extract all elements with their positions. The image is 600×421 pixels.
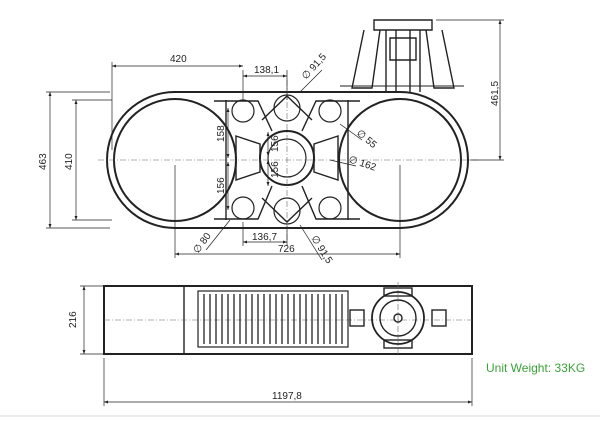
side-hub-outer xyxy=(371,291,425,345)
dim-156-center-b: 156 xyxy=(270,161,281,178)
column-stand xyxy=(340,19,464,92)
dim-156-left: 156 xyxy=(216,177,227,194)
dim-136-7: 136,7 xyxy=(252,232,277,243)
dim-dia-55: ∅ 55 xyxy=(354,128,379,151)
hole-bottom-right xyxy=(318,196,342,220)
top-view xyxy=(98,80,478,240)
vent-lines xyxy=(203,294,343,344)
dim-463: 463 xyxy=(38,153,49,170)
side-dimensions xyxy=(80,285,473,406)
dim-461-5: 461,5 xyxy=(490,81,501,106)
dim-dia-162: ∅ 162 xyxy=(347,154,378,173)
dim-dia-91-5-bottom: ∅ 91,5 xyxy=(308,234,334,266)
dim-410: 410 xyxy=(64,153,75,170)
hole-top-left xyxy=(231,99,255,123)
dim-1197-8: 1197,8 xyxy=(272,391,302,402)
side-hub-inner xyxy=(379,299,417,337)
vent-slots xyxy=(197,290,349,348)
top-dimensions xyxy=(46,19,504,261)
center-lines xyxy=(98,80,478,240)
dim-138-1: 138,1 xyxy=(254,65,279,76)
dim-420: 420 xyxy=(170,54,187,65)
dim-726: 726 xyxy=(278,244,295,255)
dim-216: 216 xyxy=(68,311,79,328)
hole-top-right xyxy=(318,99,342,123)
side-hub-center xyxy=(393,313,403,323)
unit-weight-label: Unit Weight: 33KG xyxy=(486,361,586,375)
dim-156-center-a: 156 xyxy=(270,135,281,152)
hole-bottom-left xyxy=(231,196,255,220)
dim-dia-80: ∅ 80 xyxy=(192,231,214,256)
dim-158: 158 xyxy=(216,125,227,142)
side-dimension-labels: 216 1197,8 xyxy=(68,311,302,402)
